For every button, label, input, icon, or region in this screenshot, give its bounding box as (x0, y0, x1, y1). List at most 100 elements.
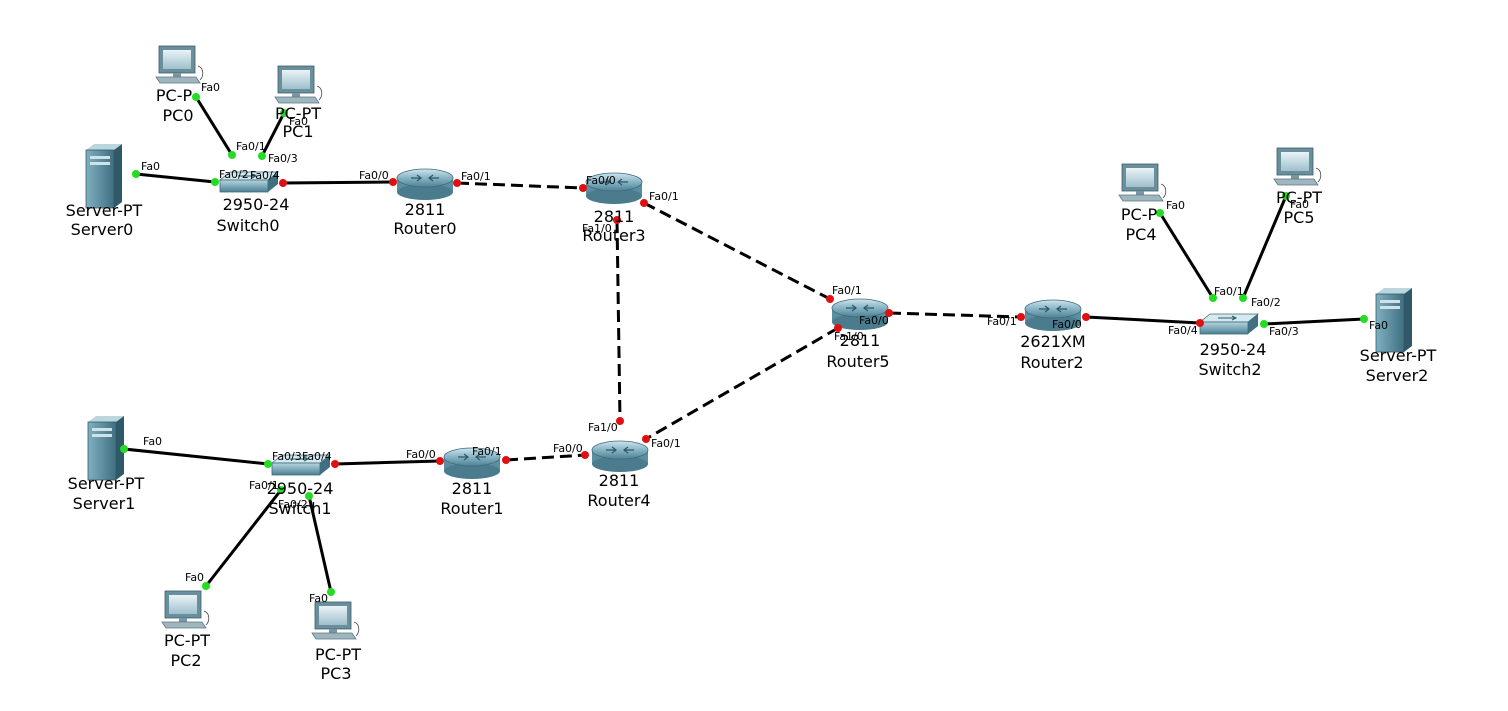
server0-name-label: Server0 (71, 220, 134, 239)
link-dot (264, 460, 272, 468)
switch0-name-label: Switch0 (216, 216, 279, 235)
link-dot (389, 178, 397, 186)
pc4-device[interactable] (1118, 163, 1167, 202)
pc0-device[interactable] (155, 45, 204, 84)
cable-pc4-switch2[interactable] (1158, 212, 1215, 299)
pc5-name-label: PC5 (1284, 208, 1315, 227)
server0-model-label: Server-PT (66, 201, 143, 220)
pc-icon (161, 590, 210, 629)
port-label: Fa0/3 (1269, 325, 1299, 338)
port-label: Fa0/0 (406, 448, 436, 461)
link-dot (277, 486, 285, 494)
pc4-name-label: PC4 (1126, 225, 1157, 244)
link-dot (453, 179, 461, 187)
router4-model-label: 2811 (599, 471, 640, 490)
port-label: Fa1/0 (588, 421, 618, 434)
cable-router3-router4[interactable] (615, 219, 622, 422)
port-label: Fa0/1 (236, 140, 266, 153)
link-dot (1082, 313, 1090, 321)
switch1-model-label: 2950-24 (267, 479, 334, 498)
cable-switch0-router0[interactable] (282, 180, 394, 185)
port-label: Fa0/3 (272, 450, 302, 463)
server2-name-label: Server2 (1366, 366, 1429, 385)
router0-name-label: Router0 (393, 219, 456, 238)
port-labels: Fa0 Fa0 Fa0 Fa0/1 Fa0/2 Fa0/3 Fa0/4 Fa0/… (141, 81, 1388, 605)
cable-router5-router4[interactable] (645, 326, 839, 441)
cable-router5-router2[interactable] (888, 311, 1022, 319)
link-indicators (120, 93, 1368, 596)
link-dot (1209, 294, 1217, 302)
switch2-device[interactable] (1199, 313, 1259, 335)
pc2-device[interactable] (161, 590, 210, 629)
link-dot (132, 170, 140, 178)
cable-switch2-server2[interactable] (1263, 317, 1365, 326)
link-dot (192, 93, 200, 101)
router-icon (591, 440, 649, 473)
pc0-model-label: PC-P (156, 86, 193, 105)
device-labels: PC-P PC0 PC-PT PC1 Server-PT Server0 295… (66, 86, 1437, 683)
port-label: Fa0/2 (1251, 296, 1281, 309)
pc5-device[interactable] (1273, 147, 1322, 186)
link-dot (258, 152, 266, 160)
server1-name-label: Server1 (73, 494, 136, 513)
pc-icon (155, 45, 204, 84)
pc-icon (311, 601, 360, 640)
link-dot (834, 324, 842, 332)
link-dot (642, 435, 650, 443)
port-label: Fa0/4 (250, 169, 280, 182)
link-dot (579, 184, 587, 192)
pc-icon (1118, 163, 1167, 202)
cable-pc5-switch2[interactable] (1241, 195, 1288, 299)
pc5-model-label: PC-PT (1276, 188, 1322, 207)
link-dot (120, 445, 128, 453)
server-icon (87, 415, 125, 481)
cable-switch1-router1[interactable] (334, 459, 441, 466)
router3-name-label: Router3 (582, 226, 645, 245)
cable-pc1-switch0[interactable] (260, 112, 286, 157)
link-dot (1260, 320, 1268, 328)
router4-device[interactable] (591, 440, 649, 473)
router5-name-label: Router5 (826, 352, 889, 371)
router1-model-label: 2811 (452, 479, 493, 498)
cable-pc2-switch1[interactable] (204, 489, 283, 587)
pc3-name-label: PC3 (321, 664, 352, 683)
port-label: Fa0/1 (651, 437, 681, 450)
port-label: Fa0 (185, 571, 204, 584)
cable-server1-switch1[interactable] (123, 447, 269, 466)
link-dot (1239, 294, 1247, 302)
port-label: Fa0/0 (553, 442, 583, 455)
port-label: Fa0 (1290, 198, 1309, 211)
port-label: Fa1/0 (834, 330, 864, 343)
link-dot (581, 451, 589, 459)
router0-device[interactable] (396, 168, 454, 201)
port-label: Fa0/0 (859, 314, 889, 327)
cable-server0-switch0[interactable] (135, 172, 216, 184)
cable-router0-router3[interactable] (456, 181, 584, 190)
port-label: Fa0/2 (219, 168, 249, 181)
cables (123, 96, 1365, 593)
cable-pc3-switch1[interactable] (307, 495, 333, 593)
cable-router3-router5[interactable] (643, 201, 831, 301)
link-dot (1360, 315, 1368, 323)
link-dot (1156, 209, 1164, 217)
link-dot (327, 588, 335, 596)
port-label: Fa0/0 (1052, 318, 1082, 331)
pc3-device[interactable] (311, 601, 360, 640)
switch0-model-label: 2950-24 (223, 195, 290, 214)
server1-device[interactable] (87, 415, 125, 481)
pc0-name-label: PC0 (163, 106, 194, 125)
link-dot (331, 460, 339, 468)
port-label: Fa0/1 (649, 190, 679, 203)
pc1-model-label: PC-PT (275, 104, 321, 123)
port-label: Fa1/0 (582, 222, 612, 235)
link-dot (1196, 319, 1204, 327)
link-dot (1017, 313, 1025, 321)
server0-device[interactable] (85, 143, 123, 209)
cable-pc0-switch0[interactable] (194, 96, 234, 156)
pc-icon (274, 65, 323, 104)
cable-router1-router4[interactable] (505, 453, 586, 462)
router2-model-label: 2621XM (1020, 332, 1085, 351)
pc1-device[interactable] (274, 65, 323, 104)
cable-router2-switch2[interactable] (1085, 315, 1201, 325)
switch2-name-label: Switch2 (1198, 360, 1261, 379)
